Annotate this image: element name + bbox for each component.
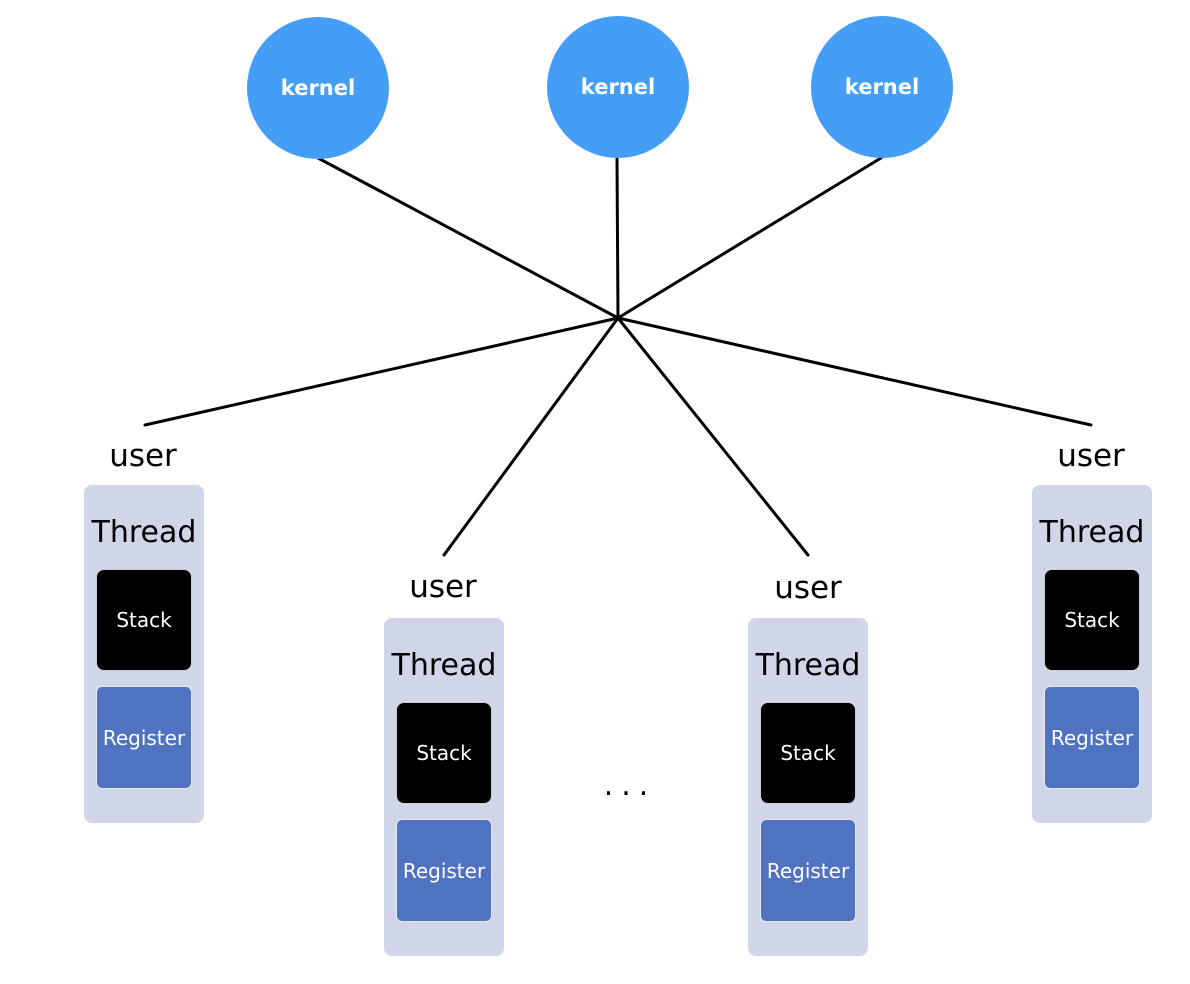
stack-label: Stack bbox=[1064, 608, 1120, 632]
thread-label: Thread bbox=[391, 648, 497, 683]
line-kernel-1 bbox=[316, 156, 620, 320]
line-kernel-3 bbox=[616, 156, 883, 320]
kernel-node: kernel bbox=[547, 16, 689, 158]
user-label: user bbox=[109, 438, 177, 474]
line-user-2 bbox=[442, 316, 620, 557]
line-user-3 bbox=[616, 316, 810, 557]
stack-box: Stack bbox=[96, 569, 192, 671]
register-box: Register bbox=[396, 819, 492, 922]
line-kernel-2 bbox=[615, 156, 620, 320]
line-user-4 bbox=[616, 316, 1093, 427]
register-box: Register bbox=[1044, 686, 1140, 789]
thread-container: Thread Stack Register bbox=[748, 618, 868, 956]
stack-box: Stack bbox=[760, 702, 856, 804]
user-label: user bbox=[409, 569, 477, 605]
user-label: user bbox=[1057, 438, 1125, 474]
ellipsis: ... bbox=[603, 768, 657, 803]
stack-box: Stack bbox=[1044, 569, 1140, 671]
stack-box: Stack bbox=[396, 702, 492, 804]
user-label: user bbox=[774, 570, 842, 606]
thread-label: Thread bbox=[755, 648, 861, 683]
register-box: Register bbox=[760, 819, 856, 922]
register-label: Register bbox=[1050, 725, 1134, 750]
kernel-label: kernel bbox=[580, 75, 656, 99]
stack-label: Stack bbox=[416, 741, 472, 765]
kernel-node: kernel bbox=[811, 16, 953, 158]
thread-container: Thread Stack Register bbox=[1032, 485, 1152, 823]
register-box: Register bbox=[96, 686, 192, 789]
register-label: Register bbox=[766, 858, 850, 883]
kernel-label: kernel bbox=[280, 76, 356, 100]
kernel-label: kernel bbox=[844, 75, 920, 99]
register-label: Register bbox=[102, 725, 186, 750]
thread-label: Thread bbox=[1039, 515, 1145, 550]
register-label: Register bbox=[402, 858, 486, 883]
stack-label: Stack bbox=[116, 608, 172, 632]
thread-container: Thread Stack Register bbox=[84, 485, 204, 823]
kernel-node: kernel bbox=[247, 17, 389, 159]
line-user-1 bbox=[143, 316, 620, 427]
thread-label: Thread bbox=[91, 515, 197, 550]
thread-container: Thread Stack Register bbox=[384, 618, 504, 956]
stack-label: Stack bbox=[780, 741, 836, 765]
